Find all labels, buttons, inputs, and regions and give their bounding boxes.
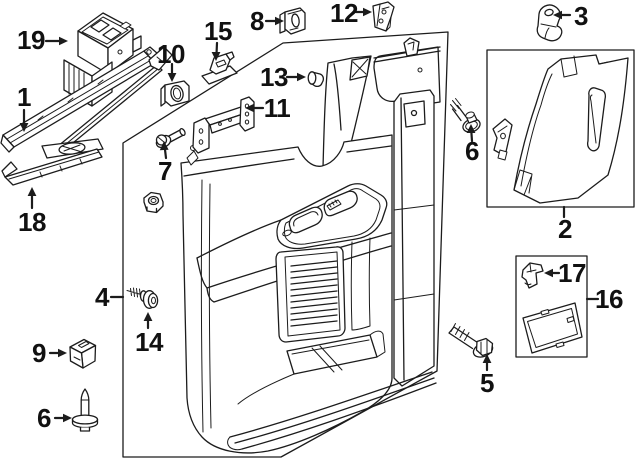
callout-1[interactable]: 1 bbox=[17, 82, 31, 112]
part-15-anchor-bracket bbox=[201, 51, 238, 85]
callout-18[interactable]: 18 bbox=[18, 207, 46, 237]
callout-arrows bbox=[19, 7, 600, 423]
callout-9[interactable]: 9 bbox=[32, 338, 46, 368]
callout-6-left[interactable]: 6 bbox=[37, 403, 51, 433]
part-17-clip bbox=[521, 262, 544, 289]
callout-7[interactable]: 7 bbox=[158, 156, 172, 186]
part-2-pillar-trim bbox=[492, 54, 629, 204]
part-3-hook-bracket bbox=[536, 4, 563, 42]
callout-4[interactable]: 4 bbox=[95, 282, 109, 312]
part-13-plug bbox=[307, 71, 325, 88]
part-6-push-pin bbox=[71, 388, 99, 432]
callout-15[interactable]: 15 bbox=[204, 16, 232, 46]
callout-3[interactable]: 3 bbox=[574, 1, 588, 31]
part-9-wedge-clip bbox=[69, 338, 97, 369]
callout-2[interactable]: 2 bbox=[558, 214, 572, 244]
callout-16[interactable]: 16 bbox=[595, 284, 623, 314]
pillar-trim-assembly-box bbox=[486, 49, 635, 208]
callout-11[interactable]: 11 bbox=[263, 93, 291, 123]
access-cover-assembly-box bbox=[515, 255, 588, 358]
callout-13[interactable]: 13 bbox=[260, 62, 288, 92]
part-14-screw-grommet bbox=[126, 287, 159, 309]
callout-14[interactable]: 14 bbox=[135, 327, 163, 357]
part-6-screw bbox=[450, 98, 481, 133]
part-5-hex-bolt bbox=[448, 323, 494, 358]
part-11-support-bracket bbox=[192, 96, 255, 154]
callout-10[interactable]: 10 bbox=[157, 39, 185, 69]
callout-5[interactable]: 5 bbox=[480, 368, 494, 398]
part-10-retainer-clip bbox=[160, 80, 190, 107]
door-trim-panel bbox=[180, 37, 441, 454]
part-1-belt-rail bbox=[0, 46, 173, 157]
callout-8[interactable]: 8 bbox=[250, 6, 264, 36]
hex-nut bbox=[143, 191, 164, 214]
callout-19[interactable]: 19 bbox=[17, 25, 45, 55]
part-7-shoulder-bolt bbox=[155, 128, 186, 149]
part-12-corner-bracket bbox=[372, 1, 395, 32]
door-panel-assembly-box bbox=[122, 31, 449, 458]
callout-17[interactable]: 17 bbox=[558, 258, 586, 288]
part-16-access-cover bbox=[522, 302, 583, 354]
callout-6-right[interactable]: 6 bbox=[465, 136, 479, 166]
part-18-trim-strip bbox=[1, 138, 104, 186]
speaker-grille-hatch bbox=[290, 260, 338, 327]
callout-12[interactable]: 12 bbox=[330, 0, 358, 28]
part-8-retainer-clip bbox=[279, 7, 306, 35]
